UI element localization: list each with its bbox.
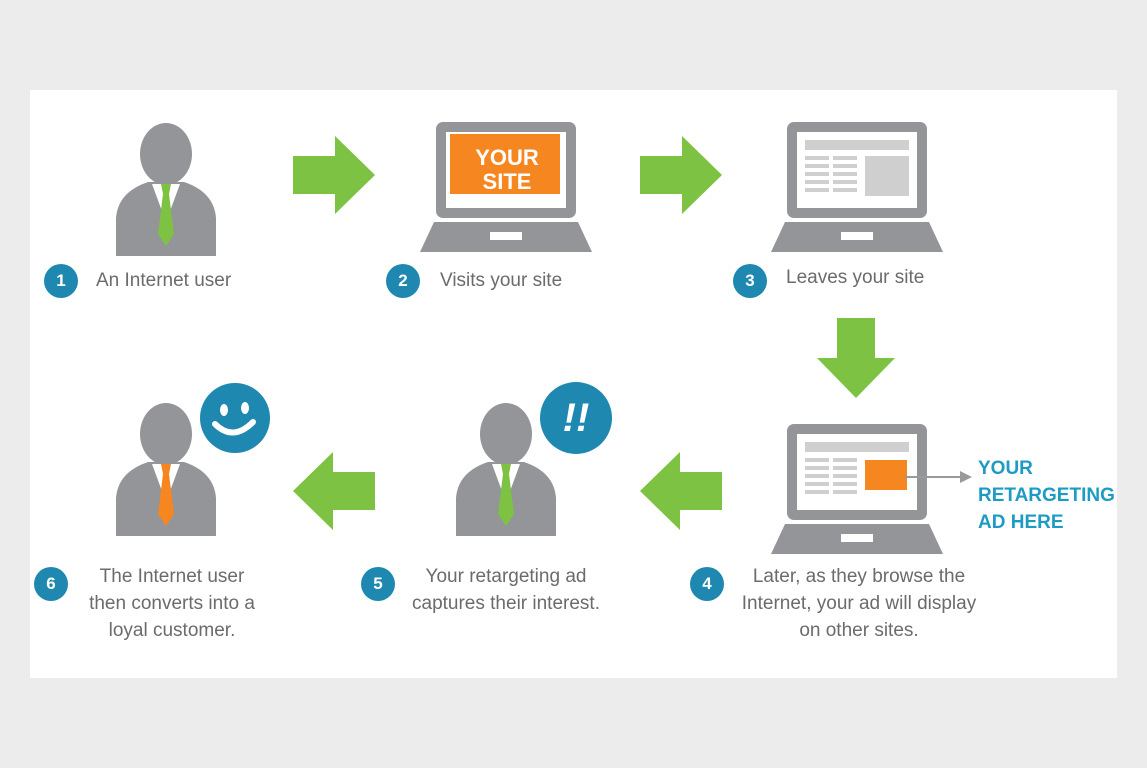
- smiley-icon: [200, 383, 270, 453]
- step-caption-5: Your retargeting ad captures their inter…: [412, 566, 600, 614]
- arrow-left-icon: [293, 452, 375, 530]
- step-badge-4: 4: [690, 567, 724, 601]
- arrow-down-icon: [817, 318, 895, 398]
- step-caption-4: Later, as they browse the Internet, your…: [741, 566, 977, 641]
- laptop-icon: [771, 424, 943, 554]
- laptop-icon: [420, 122, 592, 252]
- step-caption-1: An Internet user: [96, 270, 232, 291]
- arrow-right-icon: [640, 136, 722, 214]
- ad-pointer-arrow-icon: [904, 471, 972, 483]
- step-badge-1: 1: [44, 264, 78, 298]
- step-caption-3: Leaves your site: [786, 267, 925, 288]
- step-badge-5: 5: [361, 567, 395, 601]
- step-caption-2: Visits your site: [440, 270, 563, 291]
- person-icon: [116, 123, 216, 256]
- arrow-left-icon: [640, 452, 722, 530]
- step-badge-3: 3: [733, 264, 767, 298]
- step-caption-6: The Internet user then converts into a l…: [89, 566, 255, 641]
- ad-callout-text: YOUR RETARGETING AD HERE: [978, 458, 1115, 533]
- step-badge-2: 2: [386, 264, 420, 298]
- person-icon: [456, 403, 556, 536]
- exclamation-text: !!: [562, 396, 590, 440]
- exclamation-icon: !!: [540, 382, 612, 454]
- laptop-icon: [771, 122, 943, 252]
- person-icon: [116, 403, 216, 536]
- your-site-label: YOUR SITE: [475, 145, 539, 194]
- arrow-right-icon: [293, 136, 375, 214]
- step-badge-6: 6: [34, 567, 68, 601]
